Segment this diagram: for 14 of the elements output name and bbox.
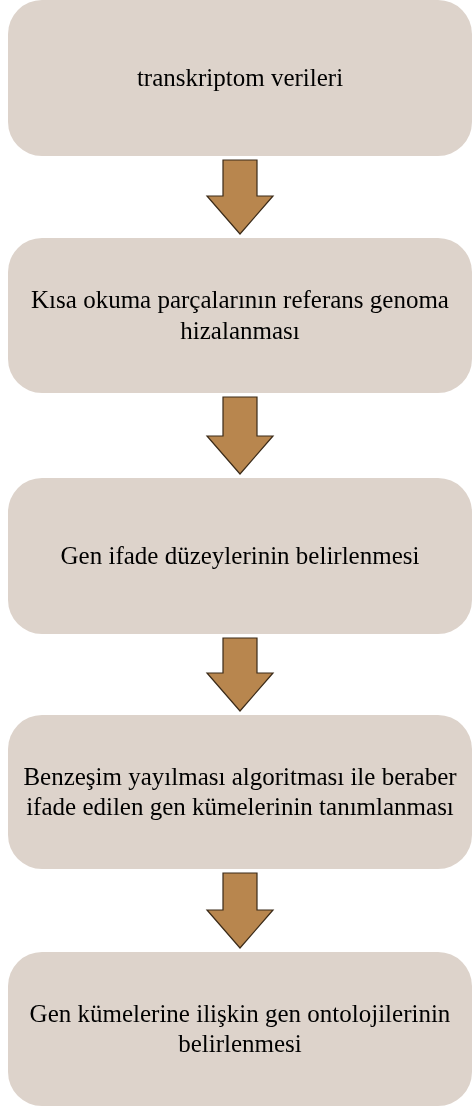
step-text: transkriptom verileri [136, 62, 344, 93]
process-box [8, 238, 472, 393]
block-arrow [205, 159, 275, 235]
process-box [8, 715, 472, 869]
process-box [8, 952, 472, 1106]
step-text: Kısa okuma parçalarının referans genoma hizalanması [30, 285, 450, 346]
block-arrow [205, 872, 275, 949]
step-text: Benzeşim yayılması algoritması ile beraber ifade edilen gen kümelerinin tanımlanması [22, 761, 458, 822]
block-arrow [205, 637, 275, 712]
step-text: Gen kümelerine ilişkin gen ontolojilerinin belirlenmesi [28, 998, 452, 1059]
block-arrow [205, 396, 275, 475]
process-box [8, 0, 472, 156]
step-text: Gen ifade düzeylerinin belirlenmesi [60, 540, 420, 571]
process-box [8, 478, 472, 634]
